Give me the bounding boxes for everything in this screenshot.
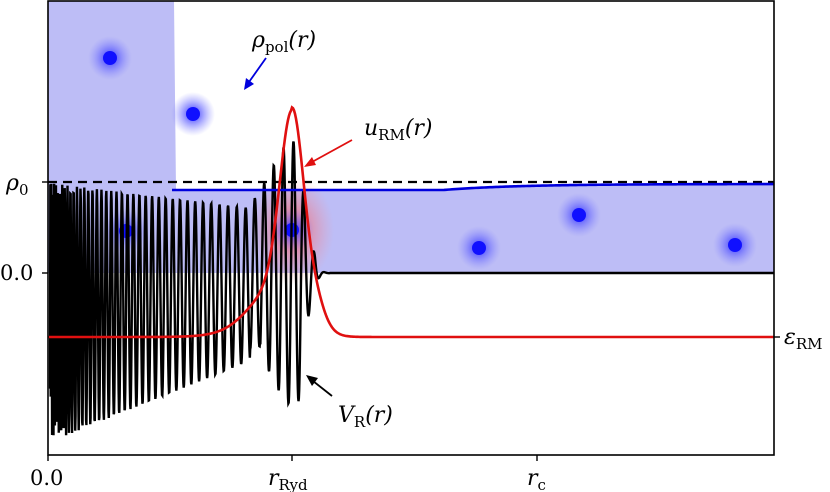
arrow-rho-pol <box>244 57 267 90</box>
atom-dot <box>728 238 742 252</box>
atom-dot <box>572 208 586 222</box>
atom-dot <box>103 51 117 65</box>
v-r-label: VR(r) <box>338 403 393 431</box>
u-rm-label: uRM(r) <box>364 116 433 144</box>
x-rryd-label: rRyd <box>268 466 308 492</box>
x-rc-label: rc <box>527 466 546 492</box>
rho0-label: ρ0 <box>5 171 28 199</box>
u-rm-curve <box>48 105 774 339</box>
atom-dot <box>186 107 200 121</box>
y-zero-label: 0.0 <box>0 261 33 285</box>
rydberg-wavefunction-curve <box>48 141 774 436</box>
rho-pol-label: ρpol(r) <box>251 28 316 56</box>
rho-pol-curve <box>172 182 774 192</box>
eps-rm-label: εRM <box>784 325 822 353</box>
plot-frame <box>47 0 775 456</box>
arrow-v-r <box>306 375 333 397</box>
x-zero-label: 0.0 <box>30 466 63 490</box>
atom-dot <box>472 241 486 255</box>
arrow-u-rm <box>304 139 353 167</box>
